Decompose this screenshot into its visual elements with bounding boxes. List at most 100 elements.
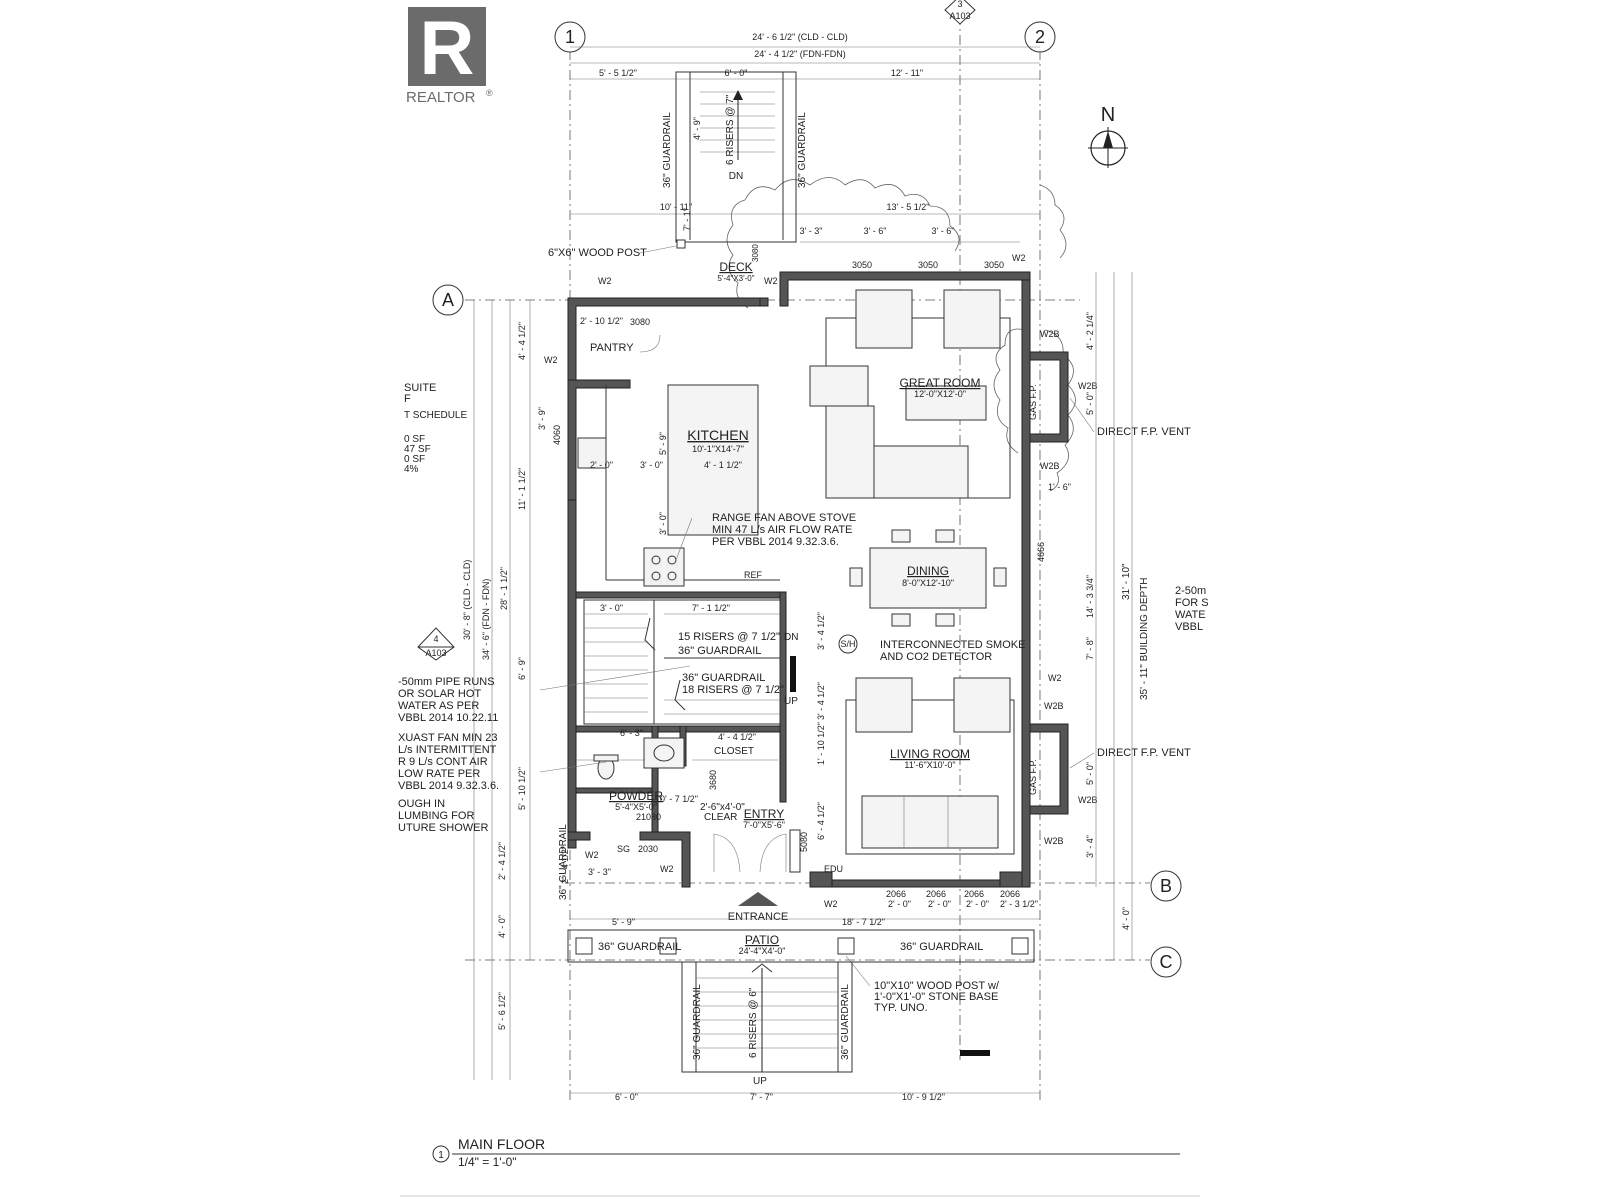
dim-kitchen-4: 3' - 0" (640, 460, 663, 470)
w2-tag-3: W2 (764, 276, 778, 286)
dim-interior-r3: 1' - 10 1/2" (816, 722, 826, 765)
dim-right-5: 7' - 8" (1085, 637, 1095, 660)
note-clear-1: 2'-6"x4'-0" (700, 802, 745, 813)
gas-fp-lower: GAS F.P. (1028, 759, 1038, 795)
grid-bubble-a: A (432, 284, 464, 316)
right-note-0: 2-50m (1175, 585, 1206, 597)
room-pantry: PANTRY (590, 342, 634, 354)
left-note-5: 0 SF (404, 454, 425, 465)
grid-bubble-b: B (1150, 870, 1182, 902)
wood-post-label: 6"X6" WOOD POST (548, 247, 647, 259)
dim-bottom-1: 2' - 4 1/2" (560, 846, 570, 884)
realtor-logo-reg: ® (486, 88, 493, 98)
grid-label-1: 1 (565, 27, 575, 47)
stairs-top-dn: DN (729, 171, 743, 182)
stair-post-icon (790, 656, 796, 692)
section-mark-left: 4 A103 (417, 627, 455, 661)
dining-table (869, 547, 987, 609)
deck-name: DECK (719, 260, 752, 274)
dim-left-9: 2' - 4 1/2" (497, 842, 507, 880)
note-vent-lower: DIRECT F.P. VENT (1097, 747, 1191, 759)
entry-door-right-icon (759, 833, 787, 873)
room-great-room-size: 12'-0"X12'-0" (914, 389, 966, 399)
realtor-logo-text: REALTOR (406, 89, 476, 106)
kitchen: KITCHEN 10'-1"X14'-7" REF RANGE FAN ABOV… (552, 316, 856, 587)
dim-top-2: 6' - 0" (725, 68, 748, 78)
dim-bottom-6: 2' - 0" (928, 899, 951, 909)
dim-right-10: 4' - 0" (1121, 907, 1131, 930)
great-room-sofa-end (825, 405, 875, 499)
dim-closet: 4' - 4 1/2" (718, 732, 756, 742)
grid-label-b: B (1160, 876, 1172, 896)
dim-stairs-1: 3' - 0" (600, 603, 623, 613)
left-note-6: 4% (404, 464, 419, 475)
stairs-up: UP (784, 696, 798, 707)
grid-label-2: 2 (1035, 27, 1045, 47)
risers-top: 6 RISERS @ 7" (725, 94, 736, 165)
powder-vanity-icon (643, 737, 685, 769)
left-note-8: OR SOLAR HOT (398, 688, 481, 700)
dim-top-5: 13' - 5 1/2" (887, 202, 930, 212)
great-room-table (905, 385, 987, 421)
room-dining: DINING (907, 564, 949, 578)
left-note-3: 0 SF (404, 434, 425, 445)
bottom-dimensions: 3' - 3" 5' - 9" 18' - 7 1/2" 2' - 0" 2' … (560, 846, 1040, 1102)
exterior-walls (567, 271, 1069, 888)
risers-18: 18 RISERS @ 7 1/2" (682, 684, 784, 696)
kitchen-sink-icon (577, 437, 607, 469)
dim-interior-r2: 3' - 4 1/2" (816, 682, 826, 720)
dim-right-9: 35' - 11" BUILDING DEPTH (1139, 577, 1150, 700)
dim-right-8: 31' - 10" (1121, 563, 1132, 600)
living-room-chair-1 (855, 677, 913, 733)
guardrail-top-left: 36" GUARDRAIL (662, 112, 673, 188)
room-patio-size: 24'-4"X4'-0" (739, 946, 786, 956)
dim-top-9: 3' - 6" (932, 226, 955, 236)
realtor-logo: R REALTOR ® (406, 6, 493, 106)
guardrail-stairs-b: 36" GUARDRAIL (682, 672, 765, 684)
front-stairs-up: UP (753, 1076, 767, 1087)
w2b-tag-4: W2B (1044, 701, 1064, 711)
left-note-10: VBBL 2014 10.22.11 (398, 712, 498, 724)
realtor-logo-letter: R (420, 6, 475, 91)
dim-kitchen-6: 3' - 0" (658, 512, 668, 535)
window-tag-sidelite: 5080 (799, 832, 809, 852)
dim-kitchen-1: 2' - 10 1/2" (580, 316, 623, 326)
room-entry-size: 7'-0"X5'-6" (743, 820, 785, 830)
dim-bottom-8: 2' - 3 1/2" (1000, 899, 1038, 909)
title-number: 1 (438, 1150, 444, 1161)
note-vent-upper: DIRECT F.P. VENT (1097, 426, 1191, 438)
room-entry: ENTRY (744, 807, 784, 821)
dim-right-4: 14' - 3 3/4" (1085, 575, 1095, 618)
smoke-detector-icon (838, 634, 858, 654)
entrance-arrow-icon (738, 892, 778, 906)
note-post10-3: TYP. UNO. (874, 1002, 928, 1014)
dim-top-1: 5' - 5 1/2" (599, 68, 637, 78)
room-dining-size: 8'-0"X12'-10" (902, 578, 954, 588)
living-room-rug (845, 699, 1015, 855)
dim-right-6: 5' - 0" (1085, 762, 1095, 785)
wood-post-icon (676, 239, 686, 249)
room-living-room-size: 11'-6"X10'-0" (904, 760, 955, 770)
title-bubble-icon (432, 1145, 450, 1163)
w2b-tag-2: W2B (1078, 381, 1098, 391)
left-dimensions: 4' - 4 1/2" 3' - 9" 11' - 1 1/2" 28' - 1… (462, 300, 547, 1080)
dim-top-8: 3' - 6" (864, 226, 887, 236)
room-patio: PATIO (745, 933, 779, 947)
title-name: MAIN FLOOR (458, 1136, 545, 1152)
dim-entry-1: 10' - 7 1/2" (655, 794, 698, 804)
w2-tag-6: W2 (585, 850, 599, 860)
right-dimensions: 4' - 2 1/4" 5' - 0" 1' - 6" 14' - 3 3/4"… (1048, 272, 1150, 960)
section-mark-top: 3 A103 (944, 0, 976, 25)
window-tag-3050-2: 3050 (918, 260, 938, 270)
window-tag-2066-3: 2066 (964, 889, 984, 899)
dim-bottom-2: 3' - 3" (588, 867, 611, 877)
section-mark-left-num: 4 (433, 634, 438, 644)
dim-left-1: 4' - 4 1/2" (517, 322, 527, 360)
w2-tag-1: W2 (598, 276, 612, 286)
smoke-detector-tag: S/H (840, 639, 855, 649)
right-note-2: WATE (1175, 609, 1206, 621)
room-powder: POWDER (609, 789, 663, 803)
guardrail-patio-right: 36" GUARDRAIL (900, 941, 983, 953)
note-post10-1: 10"X10" WOOD POST w/ (874, 980, 1000, 992)
window-tag-3050-3: 3050 (984, 260, 1004, 270)
